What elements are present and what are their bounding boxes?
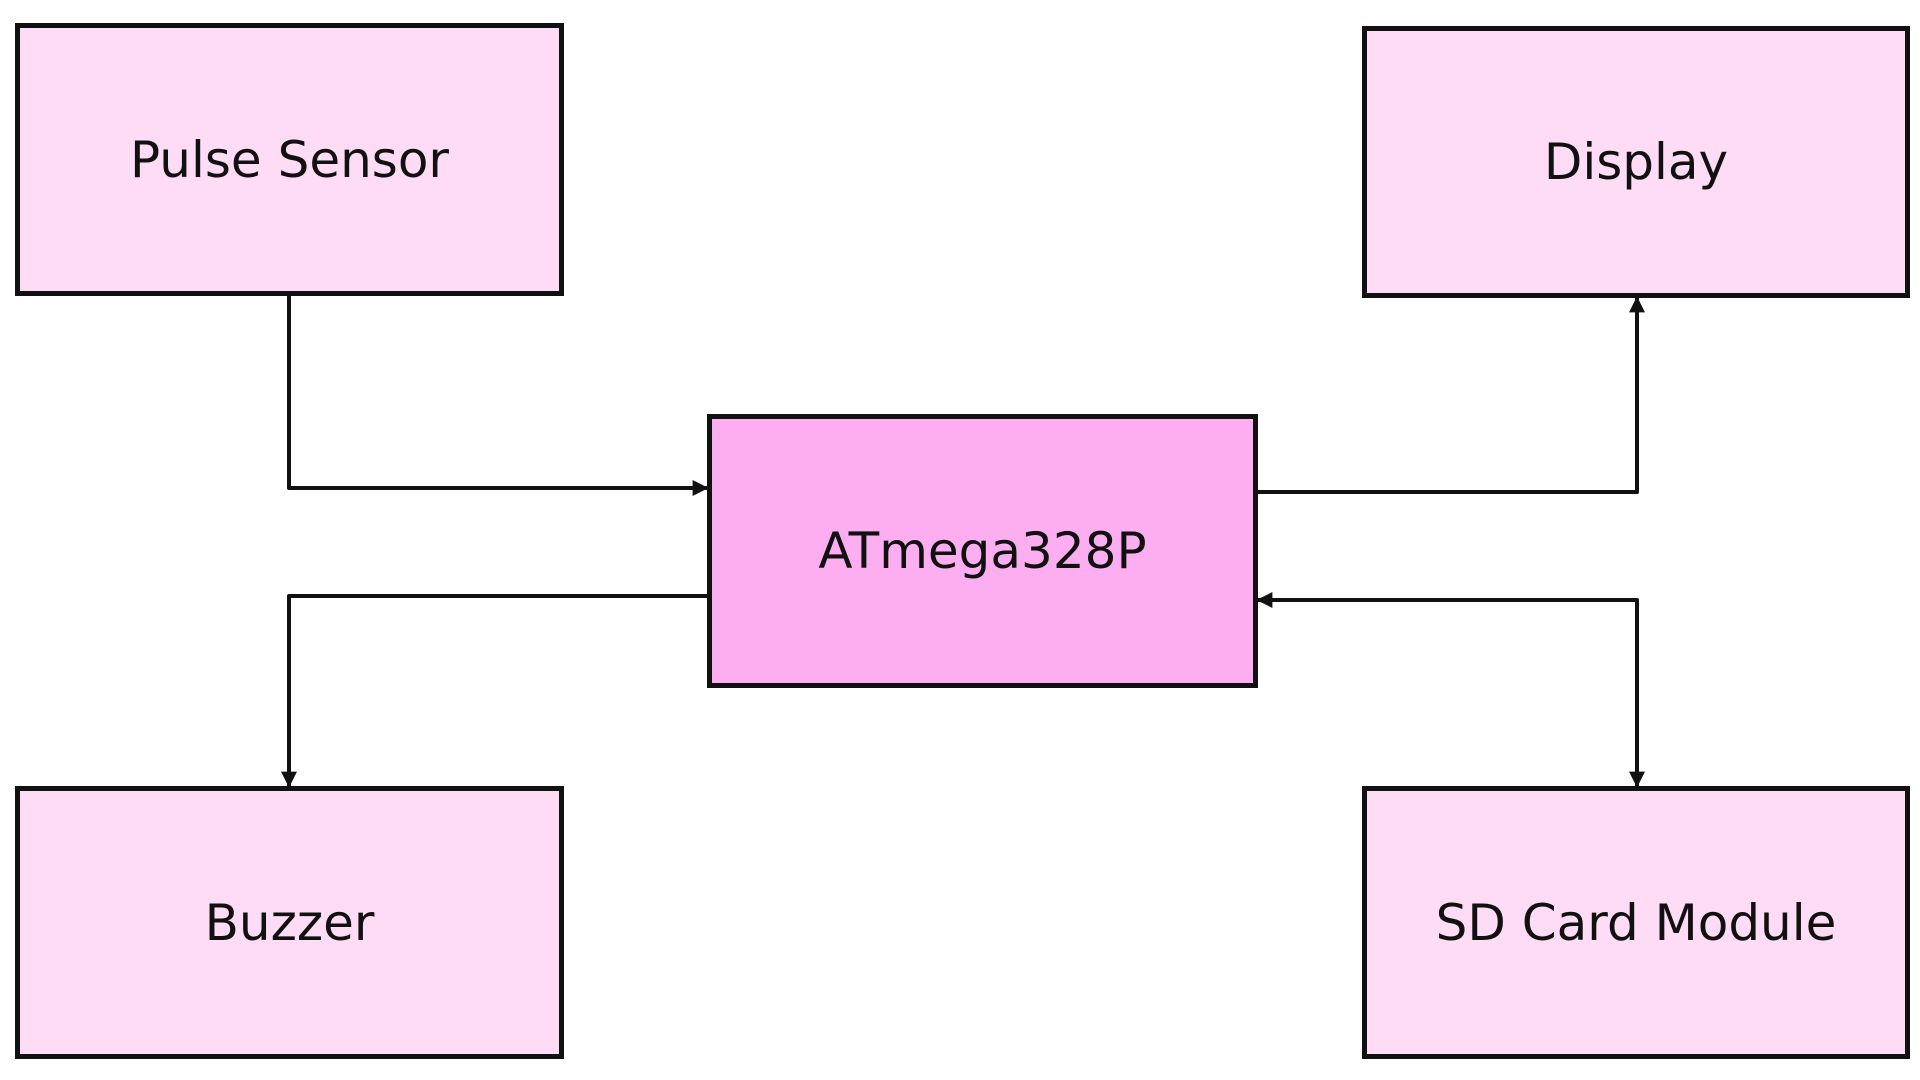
pulse-sensor-label: Pulse Sensor [130,130,449,189]
pulse-sensor-block: Pulse Sensor [15,23,564,296]
wire-mcu-to-buzzer [281,594,707,788]
buzzer-block: Buzzer [15,786,564,1059]
mcu-label: ATmega328P [818,522,1147,580]
display-label: Display [1543,133,1729,191]
wire-mcu-sd-bidirectional [1256,592,1645,788]
buzzer-label: Buzzer [204,893,375,952]
wire-pulse-to-mcu [287,296,709,496]
wire-mcu-to-display [1258,296,1645,494]
mcu-block: ATmega328P [707,414,1258,688]
display-block: Display [1362,26,1910,298]
sd-card-block: SD Card Module [1362,786,1910,1059]
sd-card-label: SD Card Module [1435,893,1837,952]
